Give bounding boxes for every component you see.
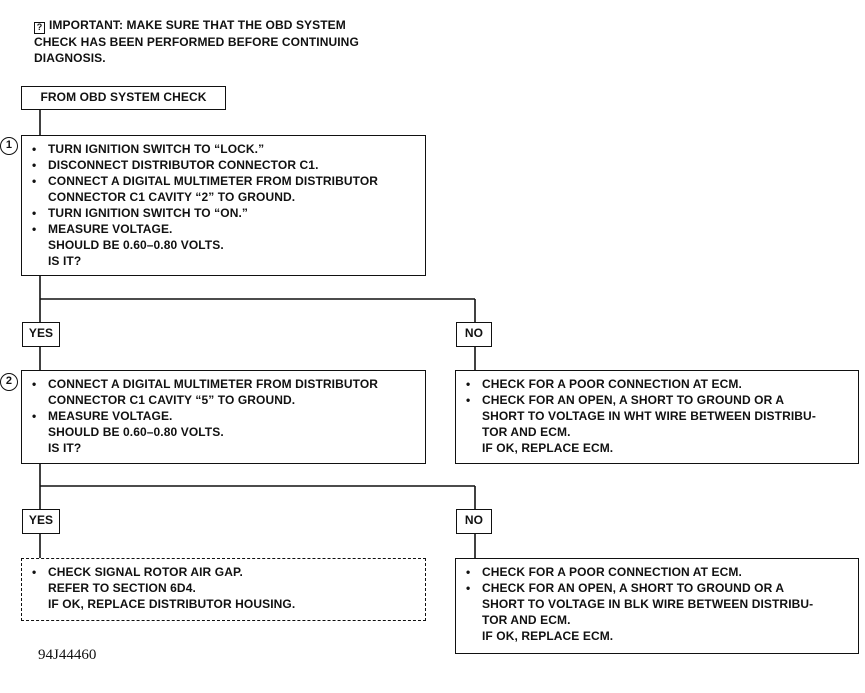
step-1-bullet-3: CONNECT A DIGITAL MULTIMETER FROM DISTRI… <box>26 173 421 189</box>
step-2-box: CONNECT A DIGITAL MULTIMETER FROM DISTRI… <box>21 370 426 464</box>
figure-code: 94J44460 <box>38 647 97 663</box>
step-2-bullet-1: CONNECT A DIGITAL MULTIMETER FROM DISTRI… <box>26 376 421 392</box>
no-1-box: CHECK FOR A POOR CONNECTION AT ECM. CHEC… <box>455 370 859 464</box>
yes-2-bullet-1: CHECK SIGNAL ROTOR AIR GAP. <box>26 564 421 580</box>
step-2-question: IS IT? <box>48 441 82 455</box>
step-1-expected: SHOULD BE 0.60–0.80 VOLTS. <box>48 238 224 252</box>
step-1-marker: 1 <box>0 137 18 155</box>
important-line-2: CHECK HAS BEEN PERFORMED BEFORE CONTINUI… <box>34 35 359 49</box>
branch-1-no: NO <box>456 322 492 347</box>
yes-2-cont-1: REFER TO SECTION 6D4. <box>48 581 196 595</box>
no-1-bullet-2-cont-2: TOR AND ECM. <box>482 425 571 439</box>
branch-2-no: NO <box>456 509 492 534</box>
important-line-3: DIAGNOSIS. <box>34 51 106 65</box>
no-1-bullet-2: CHECK FOR AN OPEN, A SHORT TO GROUND OR … <box>460 392 854 408</box>
branch-1-yes: YES <box>22 322 60 347</box>
info-icon: ? <box>34 22 45 34</box>
step-1-bullet-4: TURN IGNITION SWITCH TO “ON.” <box>26 205 421 221</box>
no-1-bullet-2-cont-1: SHORT TO VOLTAGE IN WHT WIRE BETWEEN DIS… <box>482 409 816 423</box>
step-1-box: TURN IGNITION SWITCH TO “LOCK.” DISCONNE… <box>21 135 426 276</box>
step-1-bullet-3-cont: CONNECTOR C1 CAVITY “2” TO GROUND. <box>48 190 296 204</box>
no-2-bullet-2-cont-1: SHORT TO VOLTAGE IN BLK WIRE BETWEEN DIS… <box>482 597 814 611</box>
start-box: FROM OBD SYSTEM CHECK <box>21 86 226 110</box>
no-1-bullet-1: CHECK FOR A POOR CONNECTION AT ECM. <box>460 376 854 392</box>
yes-2-cont-2: IF OK, REPLACE DISTRIBUTOR HOUSING. <box>48 597 296 611</box>
step-1-bullet-2: DISCONNECT DISTRIBUTOR CONNECTOR C1. <box>26 157 421 173</box>
no-2-bullet-1: CHECK FOR A POOR CONNECTION AT ECM. <box>460 564 854 580</box>
step-1-bullet-1: TURN IGNITION SWITCH TO “LOCK.” <box>26 141 421 157</box>
no-2-tail: IF OK, REPLACE ECM. <box>482 629 614 643</box>
no-2-box: CHECK FOR A POOR CONNECTION AT ECM. CHEC… <box>455 558 859 654</box>
important-line-1: IMPORTANT: MAKE SURE THAT THE OBD SYSTEM <box>49 18 346 32</box>
no-2-bullet-2: CHECK FOR AN OPEN, A SHORT TO GROUND OR … <box>460 580 854 596</box>
branch-2-yes: YES <box>22 509 60 534</box>
step-1-bullet-5: MEASURE VOLTAGE. <box>26 221 421 237</box>
important-note: ? IMPORTANT: MAKE SURE THAT THE OBD SYSTE… <box>34 17 414 66</box>
step-2-bullet-1-cont: CONNECTOR C1 CAVITY “5” TO GROUND. <box>48 393 296 407</box>
yes-2-box: CHECK SIGNAL ROTOR AIR GAP. REFER TO SEC… <box>21 558 426 621</box>
step-2-marker: 2 <box>0 373 18 391</box>
start-label: FROM OBD SYSTEM CHECK <box>40 90 207 104</box>
no-2-bullet-2-cont-2: TOR AND ECM. <box>482 613 571 627</box>
step-2-bullet-2: MEASURE VOLTAGE. <box>26 408 421 424</box>
step-1-question: IS IT? <box>48 254 82 268</box>
no-1-tail: IF OK, REPLACE ECM. <box>482 441 614 455</box>
step-2-expected: SHOULD BE 0.60–0.80 VOLTS. <box>48 425 224 439</box>
